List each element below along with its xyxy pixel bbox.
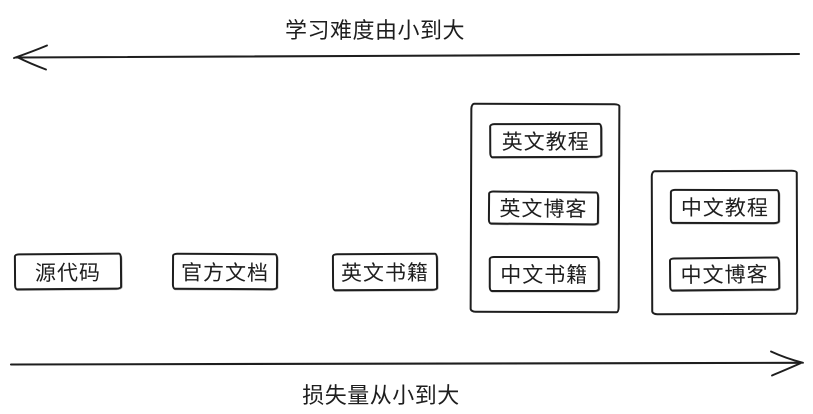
top-axis-label: 学习难度由小到大 [284,18,465,43]
bottom-axis-label: 损失量从小到大 [302,383,460,408]
box-official-docs: 官方文档 [171,252,279,291]
bottom-arrow-shaft [9,361,802,366]
group-box-1: 英文教程 英文博客 中文书籍 [469,102,621,314]
box-english-blogs: 英文博客 [487,190,600,226]
box-english-books: 英文书籍 [331,252,439,292]
group-box-2: 中文教程 中文博客 [650,169,799,316]
top-arrow-head [13,44,48,71]
box-chinese-tutorials: 中文教程 [669,188,780,225]
top-arrow-shaft [14,52,801,59]
box-english-tutorials: 英文教程 [489,122,603,159]
box-chinese-blogs: 中文博客 [668,256,781,292]
bottom-arrow-head [770,350,804,377]
box-chinese-books: 中文书籍 [488,255,600,292]
box-source-code: 源代码 [13,252,123,291]
